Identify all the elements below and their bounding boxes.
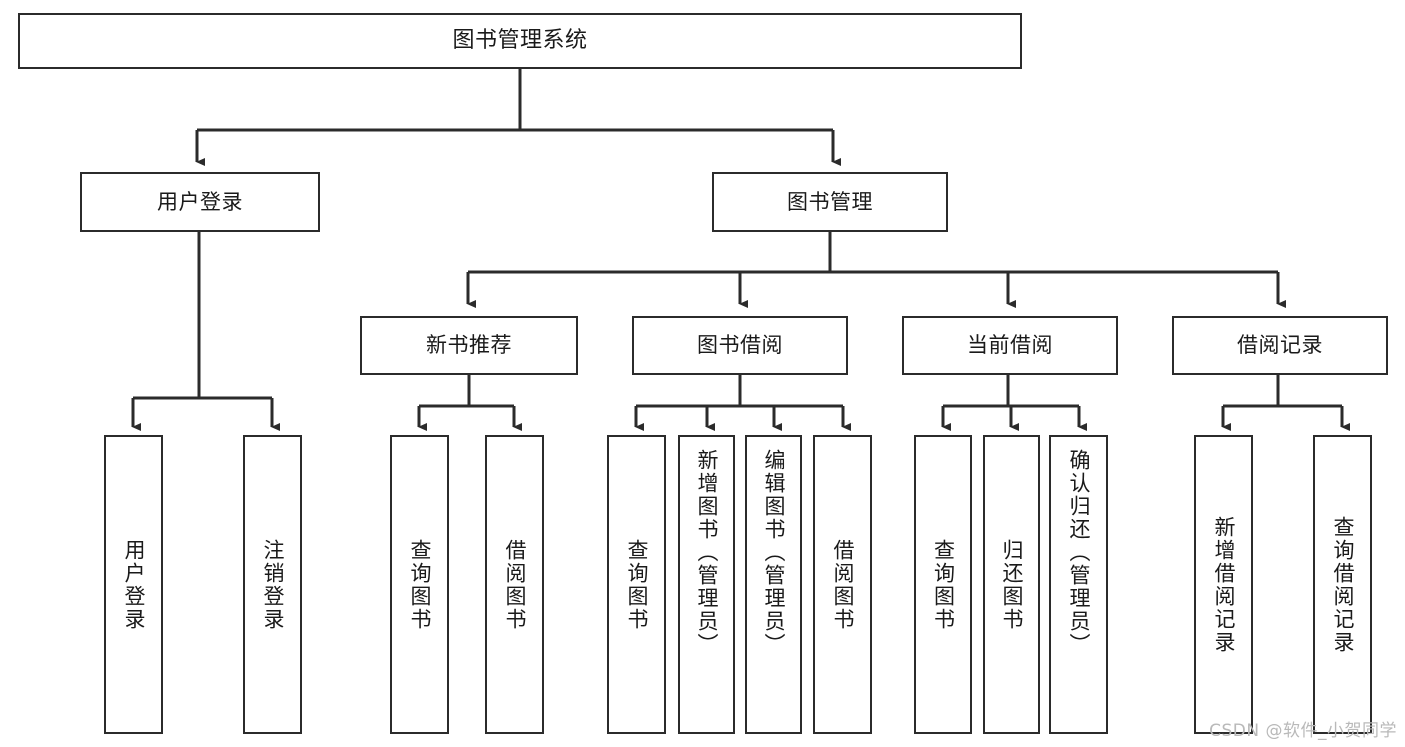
node-label: 查询图书 (408, 538, 432, 631)
node-label: 新增借阅记录 (1212, 515, 1236, 654)
node-user-login[interactable]: 用户登录 (80, 172, 320, 232)
leaf-add-book-admin[interactable]: 新增图书（管理员） (678, 435, 735, 734)
node-label: 借阅图书 (503, 538, 527, 631)
node-label: 新增图书（管理员） (695, 449, 719, 656)
node-label: 查询借阅记录 (1331, 515, 1355, 654)
leaf-query-borrow-record[interactable]: 查询借阅记录 (1313, 435, 1372, 734)
node-label: 新书推荐 (426, 333, 512, 358)
node-label: 确认归还（管理员） (1067, 449, 1091, 656)
node-label: 当前借阅 (967, 333, 1053, 358)
leaf-query-book-current[interactable]: 查询图书 (914, 435, 972, 734)
leaf-user-login[interactable]: 用户登录 (104, 435, 163, 734)
node-label: 查询图书 (931, 538, 956, 631)
node-label: 查询图书 (625, 538, 649, 631)
node-label: 用户登录 (157, 189, 243, 214)
node-borrow-record[interactable]: 借阅记录 (1172, 316, 1388, 375)
leaf-borrow-book-recommend[interactable]: 借阅图书 (485, 435, 544, 734)
node-new-book-recommend[interactable]: 新书推荐 (360, 316, 578, 375)
leaf-confirm-return-admin[interactable]: 确认归还（管理员） (1049, 435, 1108, 734)
leaf-edit-book-admin[interactable]: 编辑图书（管理员） (745, 435, 802, 734)
leaf-query-book-borrow[interactable]: 查询图书 (607, 435, 666, 734)
leaf-borrow-book[interactable]: 借阅图书 (813, 435, 872, 734)
node-label: 归还图书 (1000, 538, 1024, 631)
leaf-query-book-recommend[interactable]: 查询图书 (390, 435, 449, 734)
node-label: 图书管理系统 (452, 28, 588, 54)
leaf-user-logout[interactable]: 注销登录 (243, 435, 302, 734)
node-label: 图书管理 (787, 189, 873, 214)
node-book-management[interactable]: 图书管理 (712, 172, 948, 232)
node-current-borrow[interactable]: 当前借阅 (902, 316, 1118, 375)
node-label: 注销登录 (261, 538, 285, 631)
node-label: 借阅图书 (831, 538, 855, 631)
node-book-borrow[interactable]: 图书借阅 (632, 316, 848, 375)
leaf-add-borrow-record[interactable]: 新增借阅记录 (1194, 435, 1253, 734)
leaf-return-book[interactable]: 归还图书 (983, 435, 1040, 734)
csdn-watermark: CSDN @软件_小贺同学 (1209, 721, 1397, 741)
node-label: 用户登录 (122, 538, 146, 631)
node-label: 图书借阅 (697, 333, 783, 358)
node-label: 编辑图书（管理员） (762, 449, 786, 656)
node-root-system[interactable]: 图书管理系统 (18, 13, 1022, 69)
node-label: 借阅记录 (1237, 333, 1323, 358)
